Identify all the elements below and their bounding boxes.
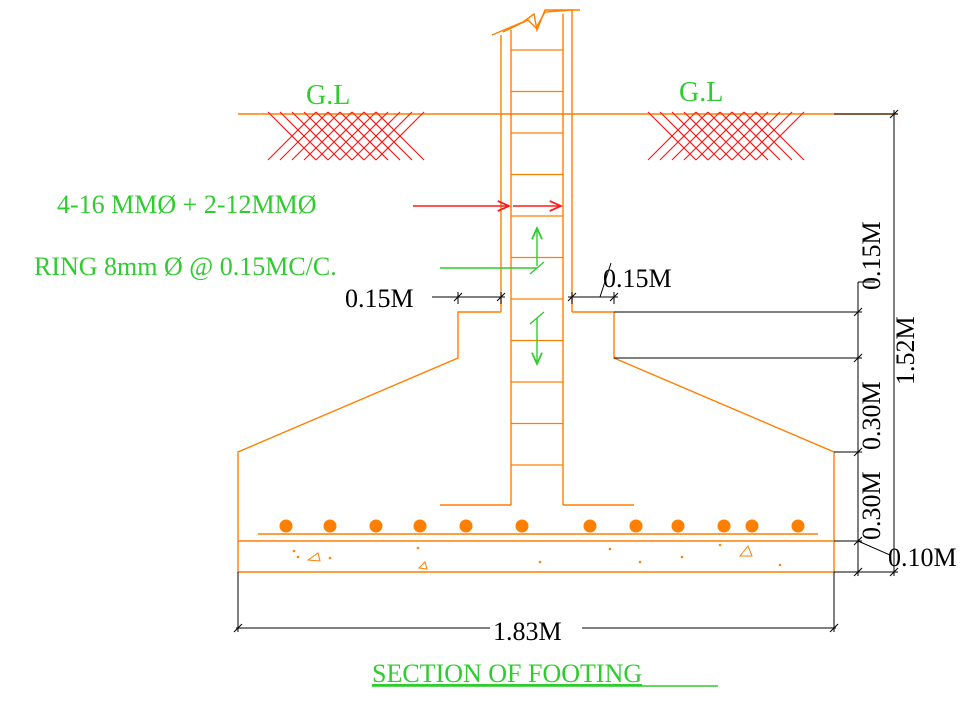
drawing-title: SECTION OF FOOTING bbox=[372, 659, 642, 688]
dim-vertical-pcc-label: 0.10M bbox=[888, 543, 957, 572]
hatch-line bbox=[267, 111, 317, 161]
rebar-dot bbox=[279, 519, 293, 533]
hatch-line bbox=[743, 111, 793, 161]
gl-label-left: G.L bbox=[306, 80, 350, 111]
hatch-line bbox=[755, 111, 805, 161]
rebar-dot bbox=[791, 519, 805, 533]
rebar-dot bbox=[413, 519, 427, 533]
rebar-dot bbox=[671, 519, 685, 533]
hatch-line bbox=[647, 111, 697, 161]
dim-total-depth bbox=[834, 109, 899, 577]
rebar-dot bbox=[459, 519, 473, 533]
rebar-dot bbox=[323, 519, 337, 533]
dim-offset-right bbox=[567, 262, 619, 304]
footing-outline bbox=[237, 311, 835, 573]
hatch-line bbox=[707, 111, 757, 161]
ring-label: RING 8mm Ø @ 0.15MC/C. bbox=[34, 252, 337, 281]
dim-offset-left bbox=[432, 292, 506, 304]
rebar-dot bbox=[369, 519, 383, 533]
hatch-line bbox=[719, 111, 769, 161]
hatch-line bbox=[279, 111, 329, 161]
hatch-line bbox=[731, 111, 781, 161]
rebar-dot bbox=[745, 519, 759, 533]
bottom-rebar-row bbox=[279, 519, 805, 533]
hatch-line bbox=[375, 111, 425, 161]
main-bars-label: 4-16 MMØ + 2-12MMØ bbox=[57, 190, 317, 219]
hatch-line bbox=[659, 111, 709, 161]
soil-hatch-right bbox=[647, 111, 805, 161]
dim-vertical-chain bbox=[614, 281, 898, 577]
gl-label-right: G.L bbox=[679, 77, 723, 108]
hatch-line bbox=[315, 111, 365, 161]
hatch-line bbox=[291, 111, 341, 161]
hatch-line bbox=[327, 111, 377, 161]
soil-hatch-left bbox=[267, 111, 425, 161]
rebar-dot bbox=[629, 519, 643, 533]
hatch-line bbox=[695, 111, 745, 161]
dim-offset-right-label: 0.15M bbox=[603, 264, 672, 293]
hatch-line bbox=[303, 111, 353, 161]
ring-ties bbox=[511, 49, 563, 466]
rebar-dot bbox=[515, 519, 529, 533]
hatch-line bbox=[671, 111, 721, 161]
hatch-line bbox=[363, 111, 413, 161]
rebar-dot bbox=[717, 519, 731, 533]
dim-footing-width-label: 1.83M bbox=[493, 617, 562, 646]
dim-vertical-slope-label: 0.30M bbox=[857, 381, 886, 450]
dim-vertical-top-label: 0.15M bbox=[857, 221, 886, 290]
hatch-line bbox=[683, 111, 733, 161]
pcc-speckle bbox=[292, 543, 782, 570]
dim-offset-left-label: 0.15M bbox=[345, 284, 414, 313]
dim-vertical-footing-label: 0.30M bbox=[857, 471, 886, 540]
rebar-dot bbox=[583, 519, 597, 533]
dim-total-depth-label: 1.52M bbox=[891, 316, 920, 385]
hatch-line bbox=[351, 111, 401, 161]
hatch-line bbox=[339, 111, 389, 161]
